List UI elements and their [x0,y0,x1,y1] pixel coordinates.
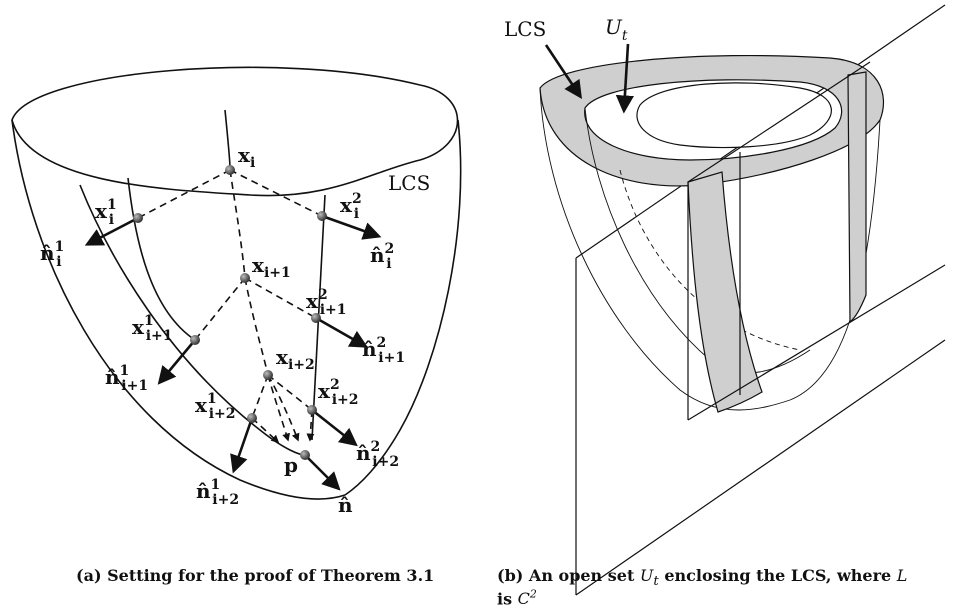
point-x-ip1-1 [190,335,200,345]
dash-xi-xip1 [229,169,246,279]
inner-hole [636,82,832,149]
arrow-n [304,454,341,491]
plane-horizontal [687,61,946,421]
caption-b-post: enclosing the LCS, where [664,566,892,585]
dashed-inner [619,169,801,351]
caption-a: (a) Setting for the proof of Theorem 3.1 [76,566,435,585]
dash-xip2-p-a [267,374,300,442]
arrow-n-ip21 [230,417,254,474]
dash-xip2-p-b [267,374,290,442]
outer-left-edge [11,119,346,500]
dash-xip1-xip11 [194,277,246,341]
dash-xip1-xip12 [244,277,317,319]
right-labels: LCS Ut [504,15,634,114]
inner-bowl [584,107,811,374]
arrow-n-ip11 [157,339,196,385]
dash-xip1-xip2 [244,277,269,376]
dash-xi-xi2 [229,169,323,217]
points [133,165,327,460]
right-surface [539,4,946,596]
arrow-n-ip12 [315,316,369,348]
shaded-strip-front [687,171,763,413]
point-x-ip1-2 [311,313,321,323]
point-x-ip2-1 [247,413,257,423]
arrow-n-ip22 [311,408,358,447]
dash-xip22-p [306,409,315,442]
arrow-ut [615,43,634,114]
dash-xip2-xip21 [251,374,269,419]
point-x-i [225,165,235,175]
label-x-ip2: xi+2 [276,345,315,373]
label-x-ip1: xi+1 [252,253,291,281]
rim-top [11,66,459,197]
dash-xip21-p [251,417,280,444]
caption-b-is: is [497,589,513,608]
point-x-ip2 [263,370,273,380]
label-p: p [284,453,298,477]
arrow-n-i1 [84,216,139,246]
label-lcs-right: LCS [504,17,546,41]
arrow-n-i2 [321,214,382,240]
inner-curve-mid [224,109,231,169]
normal-arrows [84,214,382,491]
dash-xip2-xip22 [267,374,313,411]
caption-b-line2: is C2 [497,588,537,608]
arrow-lcs [544,44,583,100]
point-x-i-2 [317,211,327,221]
inner-curve-leftb [127,177,196,341]
outer-right-edge [344,119,462,496]
point-p [300,450,310,460]
caption-b-u: Ut [639,566,659,590]
left-surface [11,66,462,500]
dash-xi-xi1 [137,169,231,219]
label-u-t: Ut [605,15,628,44]
caption-b-l: L [896,566,908,585]
label-lcs-left: LCS [388,171,430,195]
caption-b-line1: (b) An open set Ut enclosing the LCS, wh… [497,566,907,589]
point-x-ip2-2 [307,405,317,415]
dashed-connectors [137,169,323,444]
point-x-i-1 [133,213,143,223]
point-x-ip1 [240,273,250,283]
label-n: n̂ [338,493,353,517]
caption-b-pre: (b) An open set [497,566,635,585]
caption-b-c: C2 [517,588,537,608]
label-x-i: xi [238,143,255,171]
shaded-strip-back [847,71,867,324]
